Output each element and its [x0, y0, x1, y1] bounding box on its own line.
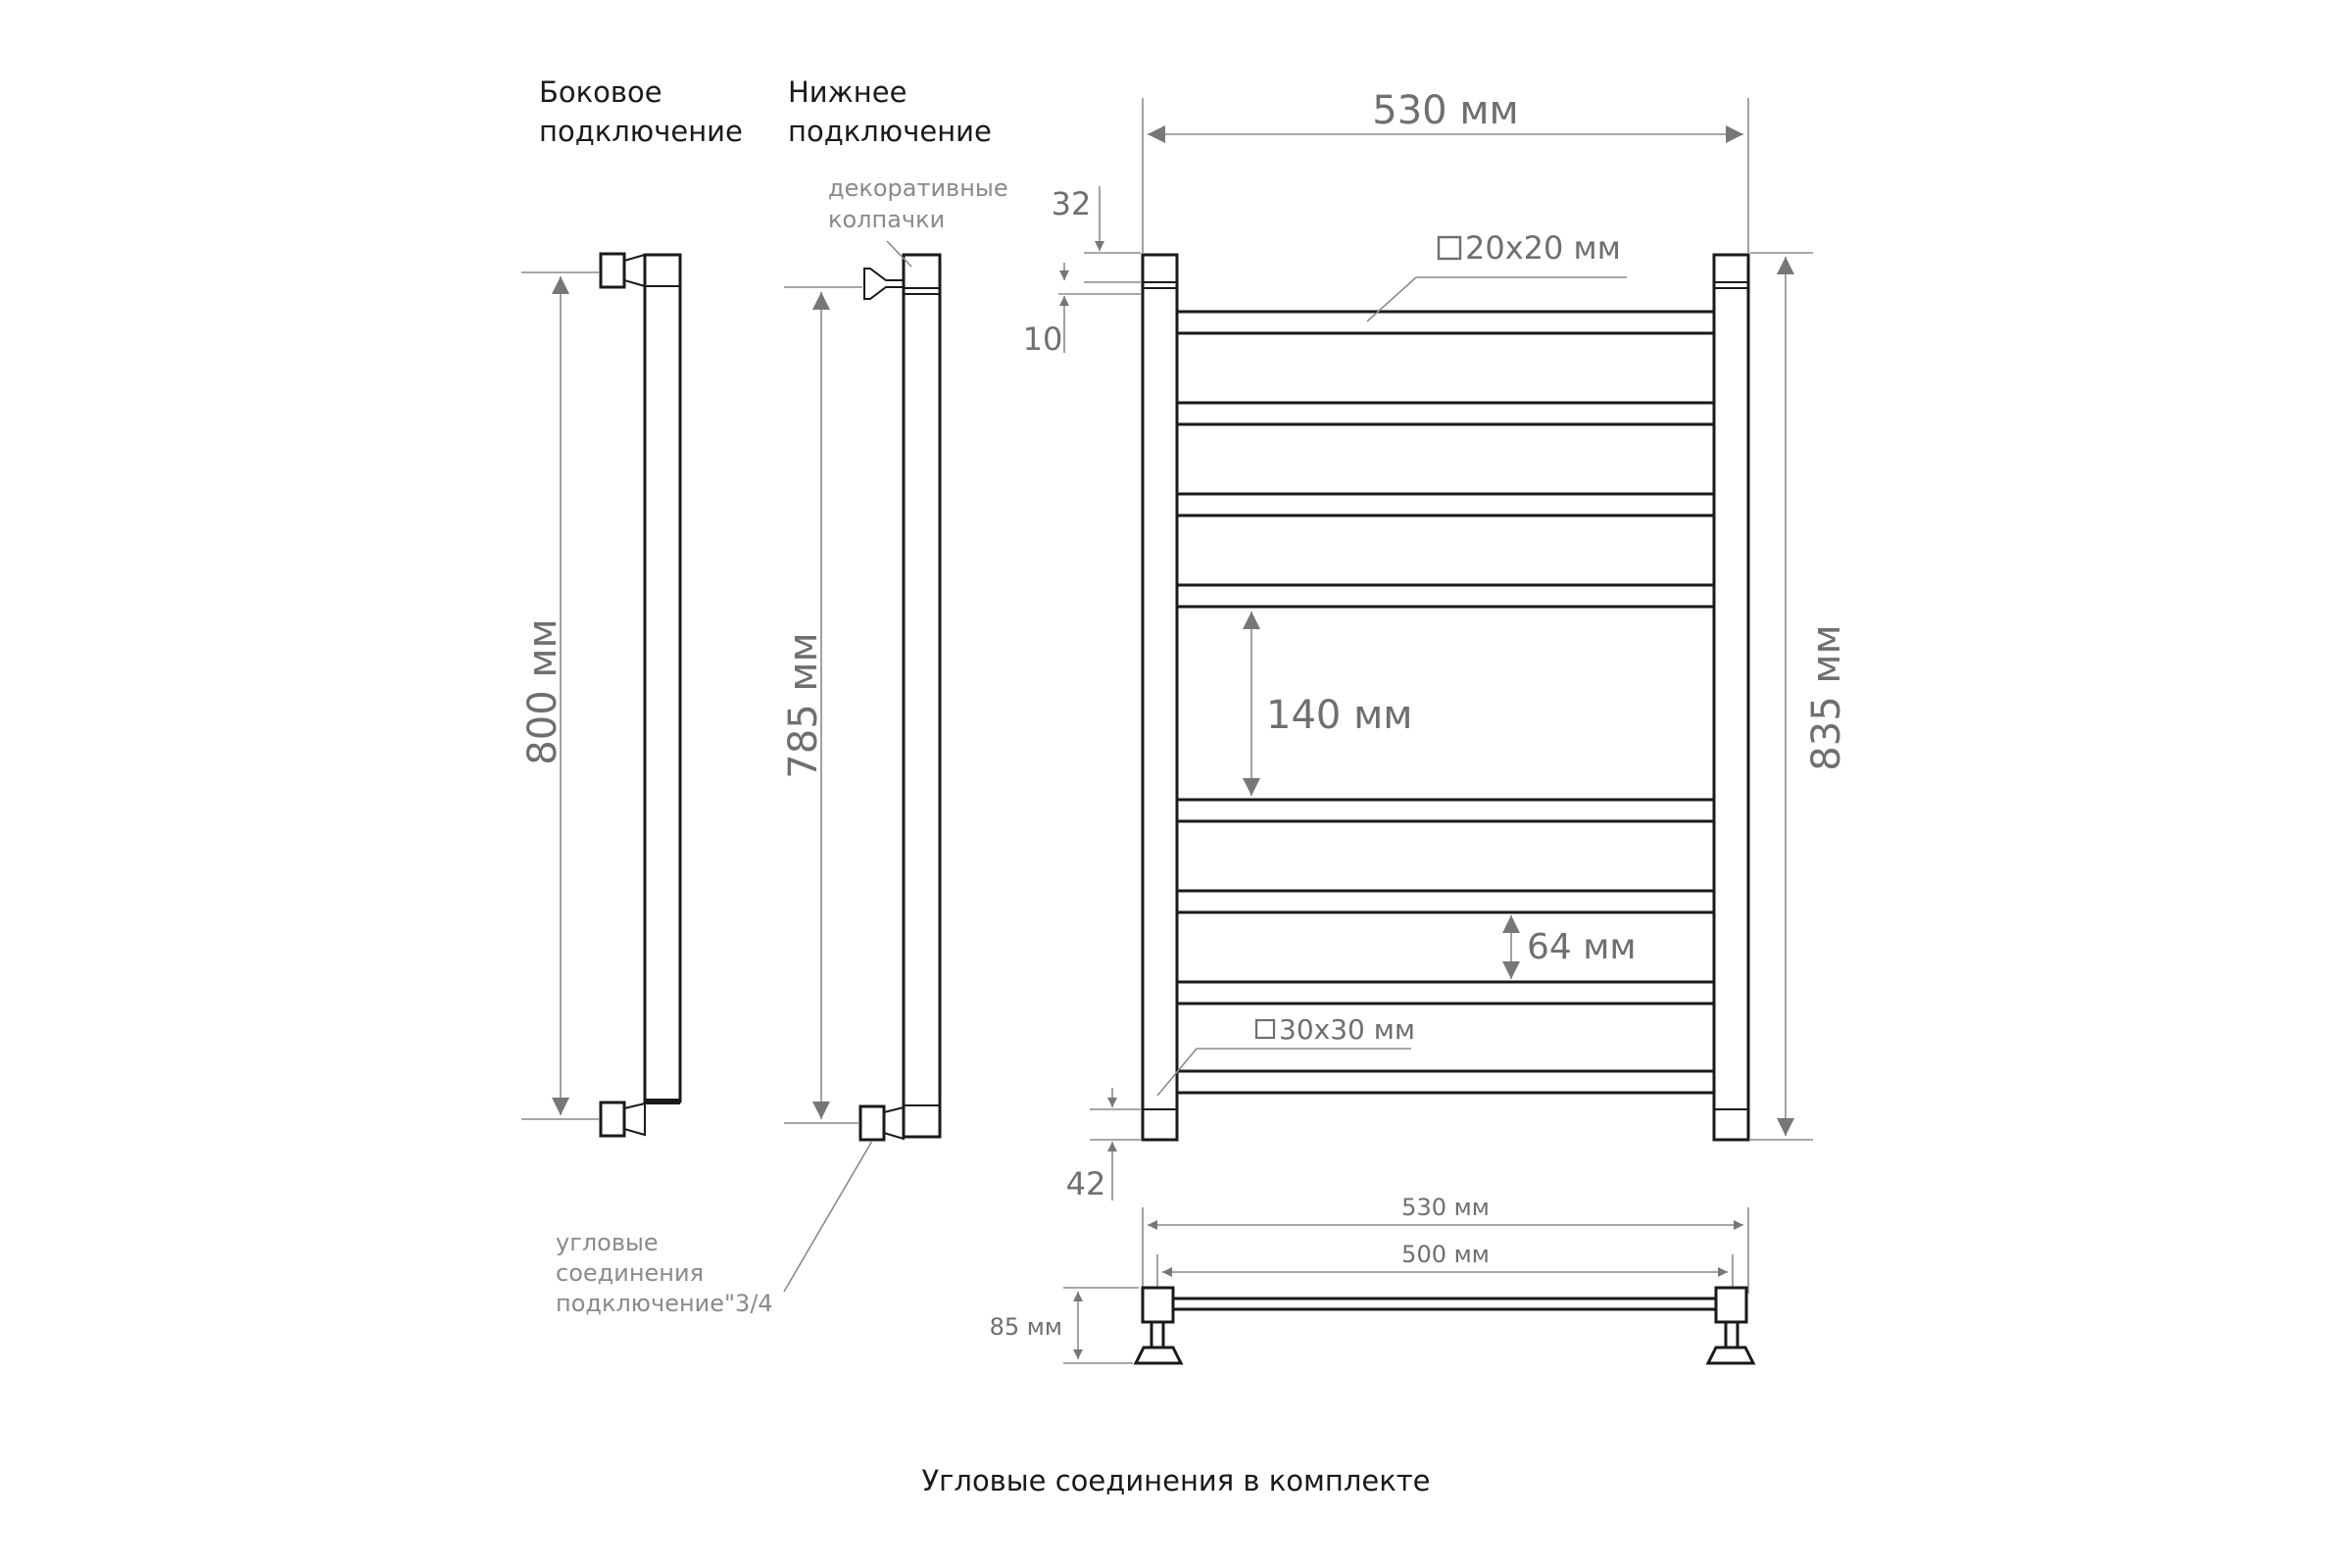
heading-bottom: Нижнее подключение	[788, 75, 992, 148]
heading-side: Боковое подключение	[539, 75, 743, 148]
side-top-fitting	[599, 252, 626, 289]
callout-caps: декоративные колпачки	[828, 174, 1015, 233]
rung-6	[1174, 889, 1717, 914]
rung-1	[1174, 310, 1717, 335]
footer-note: Угловые соединения в комплекте	[922, 1464, 1431, 1497]
plan-right-flange	[1705, 1346, 1756, 1365]
bottom-view-post	[902, 253, 942, 1139]
front-left-post	[1141, 253, 1179, 1142]
rung-3	[1174, 492, 1717, 517]
rungs	[1174, 310, 1717, 1095]
plan-left-flange	[1133, 1346, 1184, 1365]
side-bottom-fitting	[599, 1101, 626, 1138]
dim-depth: 85 мм	[990, 1313, 1062, 1341]
rung-5	[1174, 798, 1717, 823]
dim-bottom-offset: 42	[1066, 1165, 1106, 1202]
rung-7	[1174, 980, 1717, 1005]
plan-left-post	[1141, 1286, 1175, 1324]
dim-top-width: 530 мм	[1372, 88, 1518, 133]
square-profile-icon	[1437, 235, 1462, 261]
side-view-post	[643, 253, 682, 1103]
dim-post-profile: 30x30 мм	[1279, 1013, 1415, 1046]
rung-2	[1174, 401, 1717, 426]
plan-view: 530 мм 500 мм 85 мм	[990, 1194, 1756, 1365]
callout-corner: угловые соединения подключение"3/4	[556, 1229, 773, 1317]
dim-rung-profile: 20x20 мм	[1465, 229, 1621, 267]
bottom-connection-view: 785 мм декоративные колпачки угловые сое…	[556, 174, 1015, 1317]
dim-total-height: 835 мм	[1804, 624, 1849, 770]
dim-plan-outer: 530 мм	[1401, 1194, 1490, 1221]
decorative-cap	[863, 268, 905, 300]
front-right-post	[1712, 253, 1750, 1142]
dim-cap-offset: 10	[1023, 320, 1063, 358]
side-connection-view: 800 мм	[520, 252, 682, 1138]
dim-side-height: 800 мм	[520, 618, 565, 764]
dim-plan-inner: 500 мм	[1401, 1241, 1490, 1268]
rung-4	[1174, 583, 1717, 609]
dim-bottom-height: 785 мм	[781, 632, 826, 778]
dim-gap-large: 140 мм	[1266, 693, 1412, 738]
plan-rung	[1170, 1297, 1719, 1311]
plan-right-post	[1714, 1286, 1748, 1324]
rung-8	[1174, 1069, 1717, 1095]
front-view: 530 мм 835 мм 32 10 20x20 мм 140 мм 64 м…	[1023, 88, 1849, 1202]
dim-gap-small: 64 мм	[1527, 927, 1637, 967]
square-profile-icon-2	[1254, 1018, 1276, 1040]
corner-fitting	[858, 1104, 886, 1142]
dim-top-offset: 32	[1052, 185, 1092, 222]
